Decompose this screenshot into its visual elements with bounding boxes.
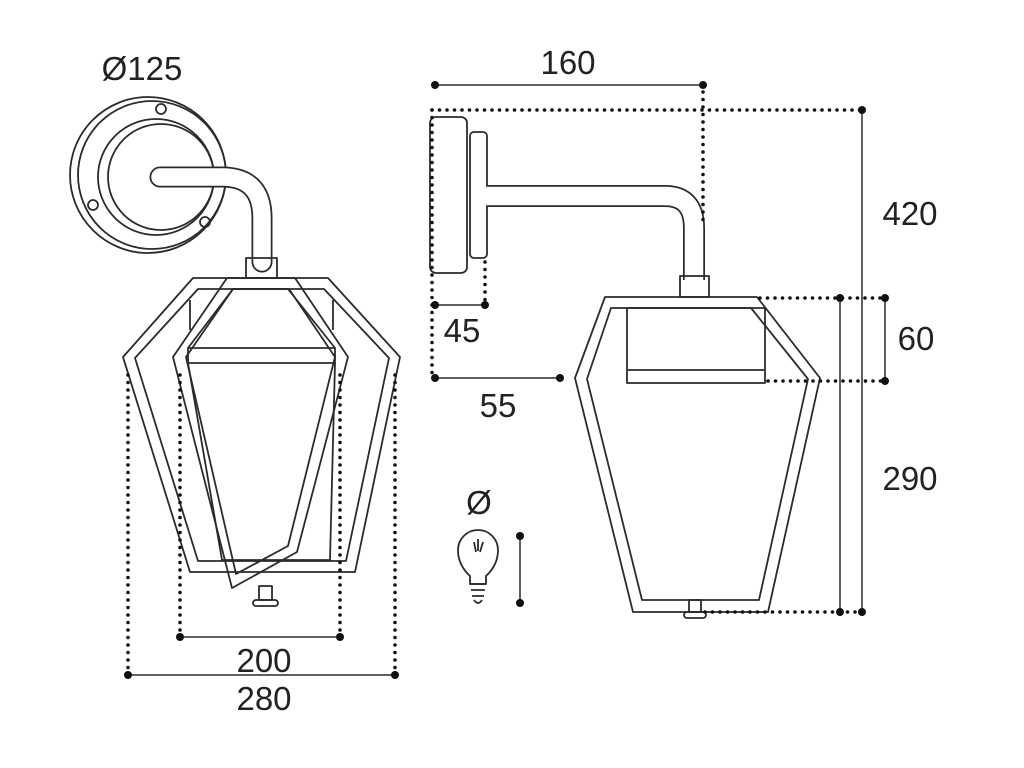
wall-offset-label: 55 xyxy=(480,387,517,424)
side-view: 160 420 45 55 60 290 xyxy=(429,44,938,619)
inner-width-label: 200 xyxy=(236,642,291,679)
bulb-diameter-symbol: Ø xyxy=(466,484,492,521)
total-height-label: 420 xyxy=(882,195,937,232)
outer-width-label: 280 xyxy=(236,680,291,717)
screw-hole-icon xyxy=(87,199,99,211)
side-wall-plate xyxy=(429,116,468,274)
front-dimensions: Ø125 200 280 xyxy=(102,50,399,717)
lantern-cage xyxy=(122,277,401,607)
arm xyxy=(149,166,273,273)
bottom-knob xyxy=(252,599,279,607)
side-lantern xyxy=(574,296,821,619)
front-view: Ø125 200 280 xyxy=(69,50,401,717)
plate-depth-label: 45 xyxy=(444,312,481,349)
screw-hole-icon xyxy=(155,103,167,115)
side-dimensions: 160 420 45 55 60 290 xyxy=(430,44,938,616)
side-arm xyxy=(486,185,705,281)
plate-diameter-label: Ø125 xyxy=(102,50,183,87)
bulb-spec: Ø xyxy=(457,484,524,607)
projection-label: 160 xyxy=(540,44,595,81)
light-bulb-icon xyxy=(457,529,499,604)
screw-hole-icon xyxy=(199,216,211,228)
lantern-height-label: 290 xyxy=(882,460,937,497)
cap-height-label: 60 xyxy=(898,320,935,357)
